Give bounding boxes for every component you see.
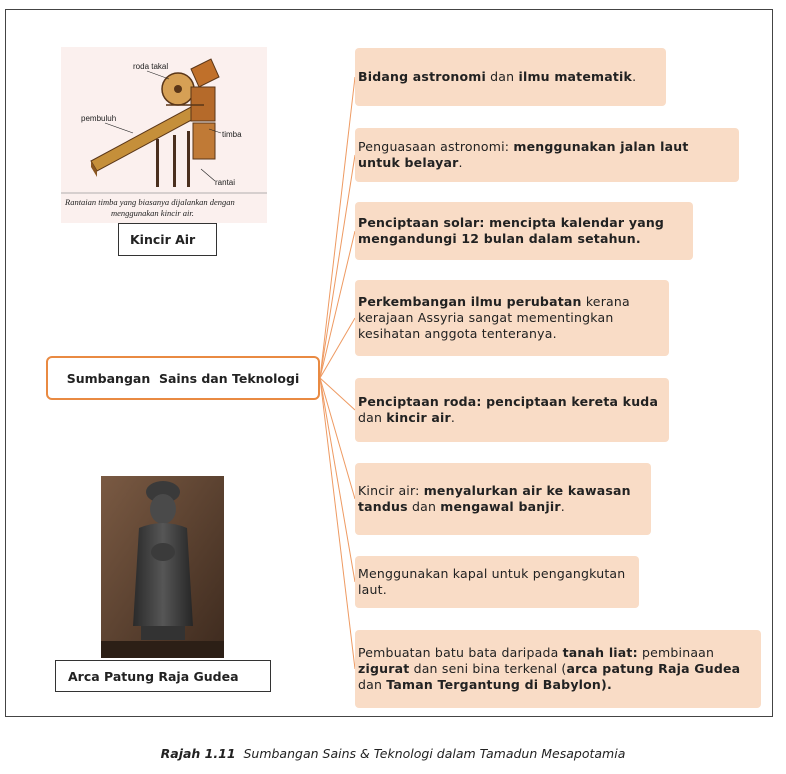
node-water-wheel-use: Kincir air: menyalurkan air ke kawasan t… bbox=[355, 463, 651, 535]
node-text-segment: Perkembangan ilmu perubatan bbox=[358, 294, 582, 309]
waterwheel-inner-caption-2: menggunakan kincir air. bbox=[111, 208, 194, 218]
node-text-segment: arca patung Raja Gudea bbox=[566, 661, 741, 676]
node-text-segment: . bbox=[632, 69, 637, 84]
node-text-segment: . bbox=[450, 410, 456, 425]
node-text-segment: Kincir air: bbox=[358, 483, 424, 498]
node-text: Penguasaan astronomi: menggunakan jalan … bbox=[358, 139, 733, 171]
connector-line bbox=[319, 377, 356, 670]
node-text-segment: menyalurkan air ke kawasan tandus bbox=[358, 483, 631, 514]
figure-number: Rajah 1.11 bbox=[160, 746, 236, 761]
center-topic-box: Sumbangan Sains dan Teknologi bbox=[46, 356, 320, 400]
node-text-segment: dan seni bina terkenal ( bbox=[409, 661, 567, 676]
waterwheel-illustration: roda takal pembuluh timba rantai Rantaia… bbox=[61, 47, 267, 223]
connector-line bbox=[319, 76, 356, 379]
node-text-segment: pembinaan bbox=[637, 645, 715, 660]
connector-line bbox=[319, 377, 356, 583]
node-text: Menggunakan kapal untuk pengangkutan lau… bbox=[358, 566, 633, 598]
waterwheel-caption-text: Kincir Air bbox=[130, 232, 196, 247]
node-text-segment: Penciptaan roda: penciptaan kereta kuda bbox=[358, 394, 659, 409]
connector-line bbox=[319, 154, 356, 379]
node-text-segment: Taman Tergantung di Babylon). bbox=[386, 677, 612, 692]
node-text-segment: Pembuatan batu bata daripada bbox=[358, 645, 563, 660]
label-wheel: roda takal bbox=[133, 62, 168, 71]
node-wheel-invention: Penciptaan roda: penciptaan kereta kuda … bbox=[355, 378, 669, 442]
node-brick-making: Pembuatan batu bata daripada tanah liat:… bbox=[355, 630, 761, 708]
node-text-segment: Penciptaan solar: mencipta kalendar yang… bbox=[358, 215, 665, 246]
node-text-segment: dan bbox=[407, 499, 441, 514]
connector-line bbox=[319, 377, 356, 411]
connector-line bbox=[319, 230, 356, 379]
node-text-segment: ilmu matematik bbox=[518, 69, 633, 84]
node-text-segment: Menggunakan kapal untuk pengangkutan lau… bbox=[358, 566, 626, 597]
node-text-segment: dan bbox=[358, 410, 387, 425]
statue-photo bbox=[101, 476, 224, 658]
node-sea-transport: Menggunakan kapal untuk pengangkutan lau… bbox=[355, 556, 639, 608]
node-text: Penciptaan roda: penciptaan kereta kuda … bbox=[358, 394, 663, 426]
node-text-segment: . bbox=[458, 155, 463, 170]
node-text-segment: zigurat bbox=[358, 661, 410, 676]
label-chain: rantai bbox=[215, 178, 235, 187]
node-medicine: Perkembangan ilmu perubatan kerana keraj… bbox=[355, 280, 669, 356]
waterwheel-inner-caption-1: Rantaian timba yang biasanya dijalankan … bbox=[64, 197, 235, 207]
node-text: Kincir air: menyalurkan air ke kawasan t… bbox=[358, 483, 645, 515]
diagram-frame bbox=[5, 9, 773, 717]
waterwheel-caption: Kincir Air bbox=[118, 223, 217, 256]
node-text: Bidang astronomi dan ilmu matematik. bbox=[358, 69, 636, 85]
node-text: Pembuatan batu bata daripada tanah liat:… bbox=[358, 645, 755, 693]
node-text-segment: . bbox=[560, 499, 565, 514]
node-text-segment: dan bbox=[358, 677, 387, 692]
connector-line bbox=[319, 317, 356, 379]
center-topic-label: Sumbangan Sains dan Teknologi bbox=[66, 370, 300, 386]
node-astronomy-math: Bidang astronomi dan ilmu matematik. bbox=[355, 48, 666, 106]
statue-caption: Arca Patung Raja Gudea bbox=[55, 660, 271, 692]
label-bucket: timba bbox=[222, 130, 242, 139]
statue-caption-text: Arca Patung Raja Gudea bbox=[68, 668, 239, 684]
node-solar-calendar: Penciptaan solar: mencipta kalendar yang… bbox=[355, 202, 693, 260]
node-text-segment: menggunakan jalan laut untuk belayar bbox=[358, 139, 689, 170]
node-text-segment: Bidang astronomi bbox=[358, 69, 486, 84]
node-text: Perkembangan ilmu perubatan kerana keraj… bbox=[358, 294, 663, 342]
node-text-segment: mengawal banjir bbox=[440, 499, 561, 514]
figure-caption: Rajah 1.11 Sumbangan Sains & Teknologi d… bbox=[0, 746, 786, 761]
node-text: Penciptaan solar: mencipta kalendar yang… bbox=[358, 215, 687, 247]
node-text-segment: dan bbox=[486, 69, 519, 84]
connector-line bbox=[319, 377, 356, 500]
figure-title: Sumbangan Sains & Teknologi dalam Tamadu… bbox=[243, 746, 626, 761]
label-pipe: pembuluh bbox=[81, 114, 116, 123]
node-sea-navigation: Penguasaan astronomi: menggunakan jalan … bbox=[355, 128, 739, 182]
node-text-segment: tanah liat: bbox=[562, 645, 638, 660]
node-text-segment: kincir air bbox=[386, 410, 451, 425]
node-text-segment: kerana kerajaan Assyria sangat mementing… bbox=[358, 294, 630, 341]
node-text-segment: Penguasaan astronomi: bbox=[358, 139, 514, 154]
